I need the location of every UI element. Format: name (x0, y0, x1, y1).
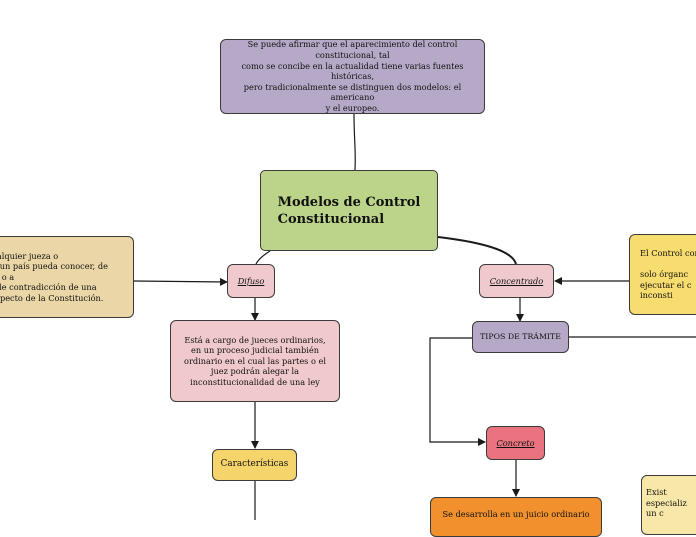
juicio-ordinario-text: Se desarrolla en un juicio ordinario (442, 509, 590, 519)
tipos-de-tramite-node[interactable]: TIPOS DE TRÁMITE (472, 321, 569, 353)
concentrado-node[interactable]: Concentrado (479, 264, 554, 298)
difuso-definition-text: cualquier jueza o de un país pueda conoc… (0, 250, 108, 303)
connector-root-concentrado (437, 236, 517, 265)
connector-left-def-difuso (133, 277, 228, 286)
concentrado-label: Concentrado (489, 275, 544, 286)
concreto-label: Concreto (496, 437, 535, 448)
root-node[interactable]: Modelos de Control Constitucional (260, 170, 438, 251)
connector-root-difuso (255, 250, 271, 265)
intro-node[interactable]: Se puede afirmar que el aparecimiento de… (220, 39, 485, 114)
intro-text: Se puede afirmar que el aparecimiento de… (241, 39, 464, 113)
difuso-node[interactable]: Difuso (227, 264, 275, 298)
difuso-label: Difuso (237, 275, 265, 286)
caracteristicas-label: Características (220, 459, 289, 470)
especializado-node[interactable]: Exist especializ un c (641, 475, 696, 535)
difuso-definition-node[interactable]: cualquier jueza o de un país pueda conoc… (0, 236, 134, 318)
concentrado-definition-text: El Control con solo órganc ejecutar el c… (640, 248, 696, 301)
concreto-node[interactable]: Concreto (486, 426, 545, 460)
connector-tipos-concreto (429, 337, 486, 446)
tipos-de-tramite-label: TIPOS DE TRÁMITE (480, 331, 561, 341)
difuso-description-node[interactable]: Está a cargo de jueces ordinarios, en un… (170, 320, 340, 402)
connector-lines (133, 113, 696, 520)
juicio-ordinario-node[interactable]: Se desarrolla en un juicio ordinario (430, 497, 602, 537)
caracteristicas-node[interactable]: Características (212, 449, 297, 481)
difuso-description-text: Está a cargo de jueces ordinarios, en un… (184, 334, 326, 387)
root-title: Modelos de Control Constitucional (277, 194, 421, 227)
mind-map-canvas: Se puede afirmar que el aparecimiento de… (0, 39, 696, 537)
concentrado-definition-node[interactable]: El Control con solo órganc ejecutar el c… (629, 234, 696, 315)
connector-intro-root (353, 113, 356, 171)
especializado-text: Exist especializ un c (646, 487, 687, 519)
